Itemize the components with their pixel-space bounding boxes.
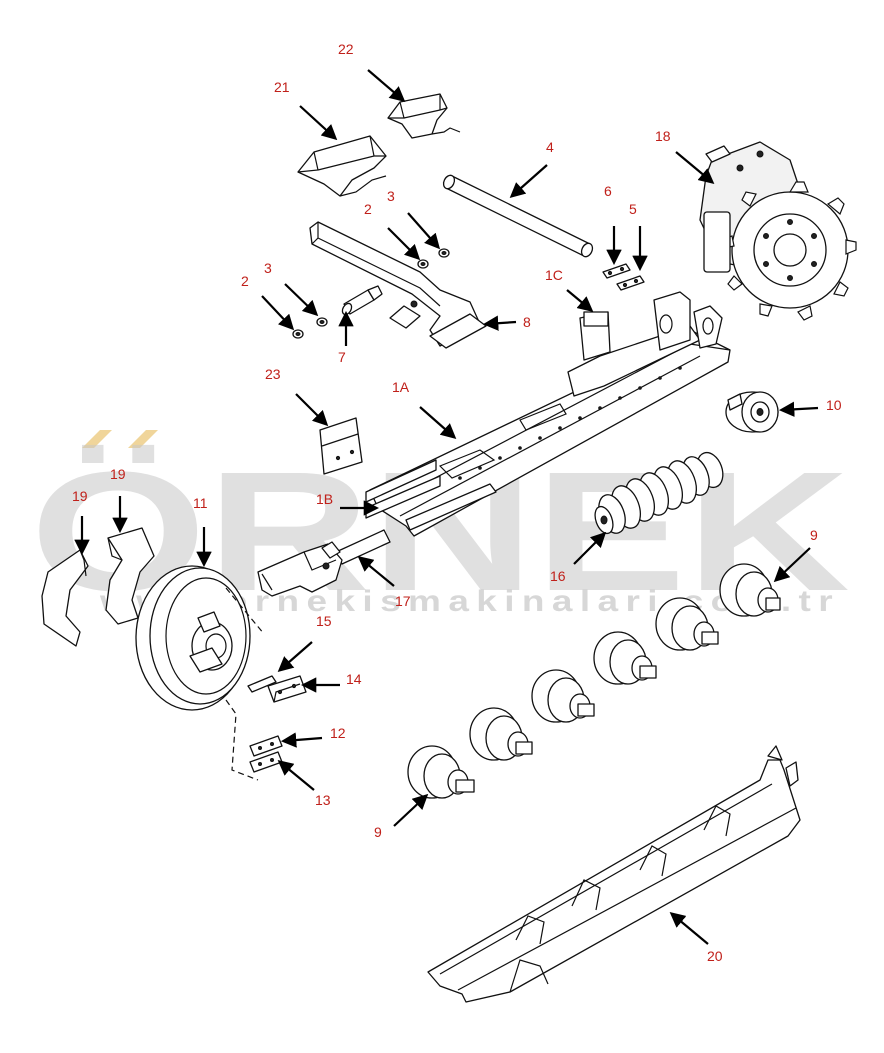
callout-1b: 1B xyxy=(316,491,333,507)
callout-11: 11 xyxy=(193,495,208,511)
guard-21 xyxy=(297,135,387,197)
guard-22 xyxy=(387,93,461,139)
callout-2-upper: 2 xyxy=(364,201,372,217)
callout-19-right: 19 xyxy=(110,466,126,482)
callout-7: 7 xyxy=(338,349,346,365)
plate-5 xyxy=(616,275,645,291)
callout-17: 17 xyxy=(395,593,411,609)
plate-6 xyxy=(602,263,631,279)
callout-3-lower: 3 xyxy=(264,260,272,276)
washer-3-upper xyxy=(438,248,450,258)
callout-9-right: 9 xyxy=(810,527,818,543)
callout-16: 16 xyxy=(550,568,566,584)
watermark-accent-left xyxy=(82,430,112,448)
washer-3-lower xyxy=(316,317,328,327)
idler-guard-19-left xyxy=(41,549,89,647)
wear-plate-23 xyxy=(319,417,363,475)
front-idler-11 xyxy=(135,565,265,781)
callout-13: 13 xyxy=(315,792,331,808)
callout-20: 20 xyxy=(707,948,723,964)
callout-15: 15 xyxy=(316,613,332,629)
callout-2-lower: 2 xyxy=(241,273,249,289)
callout-3-upper: 3 xyxy=(387,188,395,204)
callout-22: 22 xyxy=(338,41,354,57)
bracket-8 xyxy=(309,221,487,349)
callout-18: 18 xyxy=(655,128,671,144)
pin-7 xyxy=(341,285,383,316)
track-roller-9-6 xyxy=(719,563,781,617)
callout-9-left: 9 xyxy=(374,824,382,840)
callout-4: 4 xyxy=(546,139,554,155)
callout-1c: 1C xyxy=(545,267,563,283)
watermark-accent-right xyxy=(128,430,158,448)
recoil-spring-16 xyxy=(594,451,724,535)
callout-5: 5 xyxy=(629,201,637,217)
track-roller-9-1 xyxy=(407,745,475,799)
callout-1a: 1A xyxy=(392,379,410,395)
callout-8: 8 xyxy=(523,314,531,330)
callout-12: 12 xyxy=(330,725,346,741)
track-frame-1 xyxy=(365,291,731,537)
carrier-roller-10 xyxy=(725,391,779,433)
sprocket-18 xyxy=(699,141,857,321)
shaft-4 xyxy=(442,174,594,258)
nut-2-lower xyxy=(292,329,304,339)
callout-19-left: 19 xyxy=(72,488,88,504)
callout-14: 14 xyxy=(346,671,362,687)
callout-labels: 22 21 4 18 2 3 6 5 1C 2 3 8 7 23 1A 10 1… xyxy=(72,41,842,964)
callout-23: 23 xyxy=(265,366,281,382)
yoke-17 xyxy=(257,529,391,597)
callout-10: 10 xyxy=(826,397,842,413)
track-guide-20 xyxy=(427,745,801,1003)
track-roller-9-4 xyxy=(593,631,657,685)
leader-arrows xyxy=(74,69,819,945)
callout-6: 6 xyxy=(604,183,612,199)
shim-15 xyxy=(247,675,277,693)
track-roller-9-3 xyxy=(531,669,595,723)
track-roller-9-5 xyxy=(655,597,719,651)
callout-21: 21 xyxy=(274,79,290,95)
nut-2-upper xyxy=(417,259,429,269)
track-roller-9-2 xyxy=(469,707,533,761)
